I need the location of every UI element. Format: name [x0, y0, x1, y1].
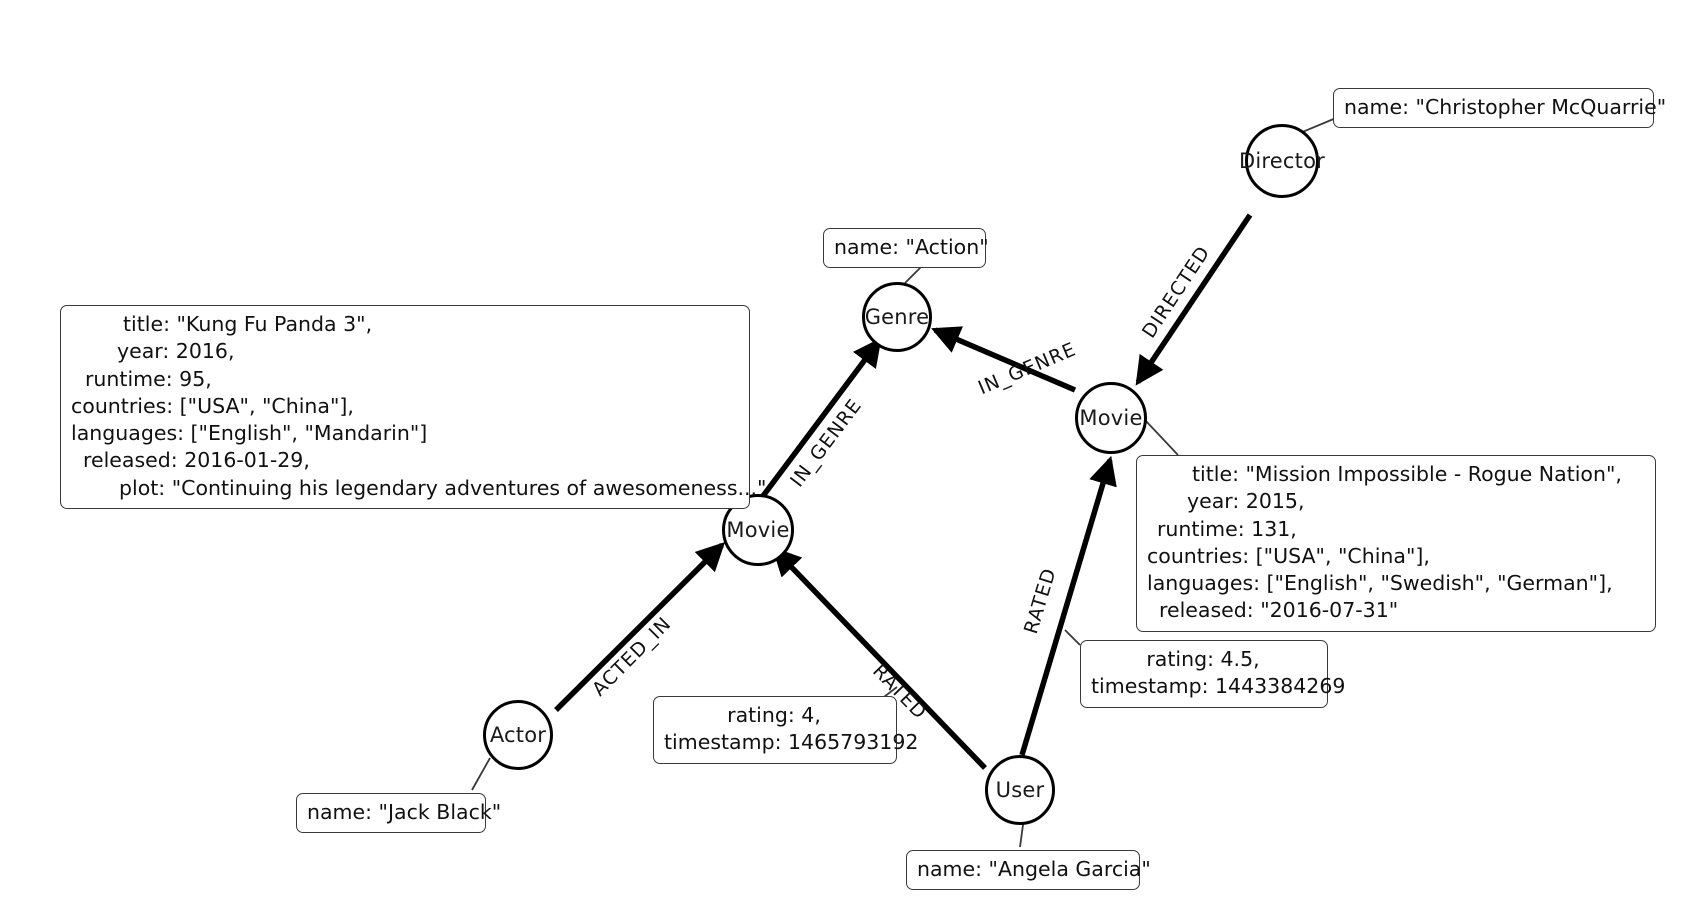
user-properties-box[interactable]: name: "Angela Garcia"	[906, 850, 1151, 891]
leader-rated-mi-properties	[1064, 629, 1081, 646]
edge-acted-in	[554, 541, 726, 712]
director-property-name: name: "Christopher McQuarrie"	[1344, 95, 1667, 119]
node-movie-mission-impossible[interactable]: Movie	[1075, 382, 1147, 454]
node-actor-label: Actor	[489, 723, 547, 747]
node-genre-label: Genre	[864, 305, 930, 329]
movie-kfp-property-plot: plot: "Continuing his legendary adventur…	[119, 475, 767, 500]
movie-kfp-property-title: title: "Kung Fu Panda 3",	[123, 312, 373, 336]
movie-kfp-property-runtime: runtime: 95,	[85, 366, 212, 391]
node-movie-mission-impossible-label: Movie	[1079, 406, 1143, 430]
node-genre[interactable]: Genre	[862, 282, 932, 352]
movie-mi-property-countries: countries: ["USA", "China"],	[1147, 543, 1430, 568]
user-property-name: name: "Angela Garcia"	[917, 857, 1151, 881]
movie-kfp-property-year: year: 2016,	[117, 339, 235, 364]
edge-rated-kung-fu-panda	[772, 546, 987, 770]
movie-mi-property-title: title: "Mission Impossible - Rogue Natio…	[1192, 462, 1622, 486]
movie-mi-property-languages: languages: ["English", "Swedish", "Germa…	[1147, 571, 1613, 595]
leader-movie-mi-properties	[1144, 419, 1179, 456]
edge-rated-mission-impossible	[1019, 455, 1117, 756]
node-director-label: Director	[1239, 149, 1325, 173]
movie-mi-property-year: year: 2015,	[1187, 489, 1305, 514]
genre-property-name: name: "Action"	[834, 235, 989, 259]
edge-in-genre-kung-fu-panda	[757, 337, 882, 502]
leader-actor-properties	[471, 757, 491, 791]
node-director[interactable]: Director	[1239, 124, 1325, 198]
rated-kfp-property-rating: rating: 4,	[727, 703, 821, 727]
rated-mi-property-timestamp: timestamp: 1443384269	[1091, 674, 1346, 699]
movie-kfp-property-languages: languages: ["English", "Mandarin"]	[71, 421, 428, 445]
rated-mission-impossible-properties-box[interactable]: rating: 4.5, timestamp: 1443384269	[1080, 640, 1346, 708]
director-properties-box[interactable]: name: "Christopher McQuarrie"	[1333, 88, 1667, 129]
movie-kung-fu-panda-properties-box[interactable]: title: "Kung Fu Panda 3", year: 2016, ru…	[60, 305, 767, 509]
actor-property-name: name: "Jack Black"	[307, 800, 502, 824]
actor-properties-box[interactable]: name: "Jack Black"	[296, 793, 502, 834]
edge-in-genre-mission-impossible	[931, 326, 1077, 393]
movie-mi-property-runtime: runtime: 131,	[1157, 516, 1297, 541]
genre-properties-box[interactable]: name: "Action"	[823, 228, 989, 269]
movie-kfp-property-released: released: 2016-01-29,	[83, 448, 310, 473]
node-movie-kung-fu-panda-label: Movie	[726, 518, 790, 542]
movie-kfp-property-countries: countries: ["USA", "China"],	[71, 393, 354, 418]
movie-mission-impossible-properties-box[interactable]: title: "Mission Impossible - Rogue Natio…	[1136, 455, 1656, 632]
rated-kung-fu-panda-properties-box[interactable]: rating: 4, timestamp: 1465793192	[653, 696, 919, 764]
movie-mi-property-released: released: "2016-07-31"	[1159, 598, 1399, 623]
node-actor[interactable]: Actor	[483, 700, 553, 770]
edge-directed	[1135, 213, 1253, 386]
rated-kfp-property-timestamp: timestamp: 1465793192	[664, 730, 919, 755]
node-user[interactable]: User	[985, 755, 1055, 825]
node-user-label: User	[995, 778, 1045, 802]
rated-mi-property-rating: rating: 4.5,	[1146, 647, 1260, 671]
